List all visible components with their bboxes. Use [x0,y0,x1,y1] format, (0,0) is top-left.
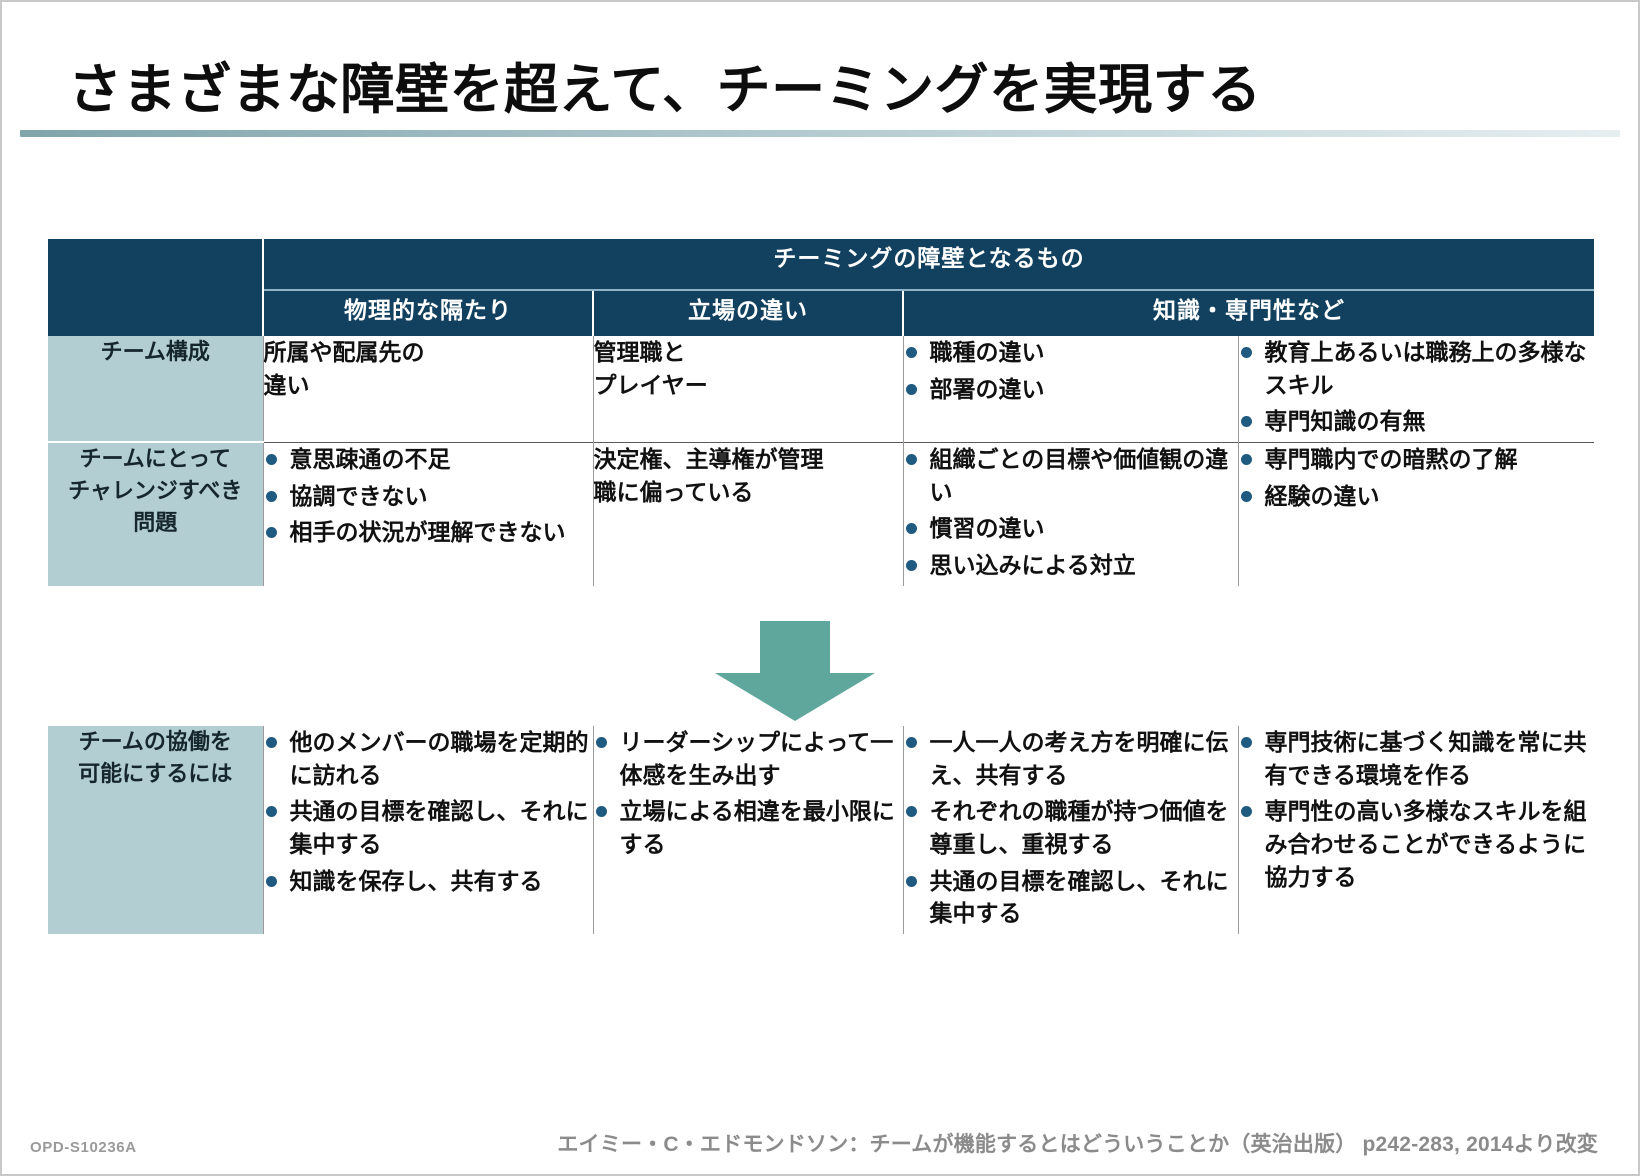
row-label-team-composition: チーム構成 [48,336,263,443]
list-item: 意思疎通の不足 [264,443,593,476]
row-label-challenges: チームにとって チャレンジすべき 問題 [48,441,263,586]
cell-text-line: 管理職と [593,339,686,365]
bullet-list: 職種の違い 部署の違い [904,336,1238,405]
list-item: 職種の違い [904,336,1238,369]
cell-composition-knowledge-b: 教育上あるいは職務上の多様なスキル 専門知識の有無 [1237,336,1595,443]
bullet-list: リーダーシップによって一体感を生み出す 立場による相違を最小限にする [594,726,903,861]
header-span-title: チーミングの障壁となるもの [262,239,1594,290]
cell-enablers-position: リーダーシップによって一体感を生み出す 立場による相違を最小限にする [592,726,903,934]
title-block: さまざまな障壁を超えて、チーミングを実現する [20,60,1620,138]
cell-enablers-knowledge-a: 一人一人の考え方を明確に伝え、共有する それぞれの職種が持つ価値を尊重し、重視す… [902,726,1238,934]
cell-challenges-knowledge-b: 専門職内での暗黙の了解 経験の違い [1237,441,1595,586]
row-label-line: チームの協働を [78,729,232,754]
page-title: さまざまな障壁を超えて、チーミングを実現する [68,60,1262,120]
footer-source-citation: エイミー・C・エドモンドソン：チームが機能するとはどういうことか（英治出版） p… [557,1133,1598,1156]
list-item: 知識を保存し、共有する [264,865,593,898]
column-header-physical: 物理的な隔たり [262,289,593,336]
cell-text-line: 所属や配属先の [263,339,425,365]
list-item: それぞれの職種が持つ価値を尊重し、重視する [904,795,1238,860]
row-label-line: 問題 [133,510,178,536]
bullet-list: 意思疎通の不足 協調できない 相手の状況が理解できない [264,443,593,549]
cell-text-line: 決定権、主導権が管理 [593,445,824,472]
cell-text-line: 違い [263,371,310,398]
list-item: 一人一人の考え方を明確に伝え、共有する [904,726,1238,791]
down-arrow-icon [715,621,875,721]
row-label-line: チャレンジすべき [68,478,243,504]
enablers-table: チームの協働を 可能にするには 他のメンバーの職場を定期的に訪れる 共通の目標を… [48,726,1594,934]
list-item: 立場による相違を最小限にする [594,795,903,860]
cell-text-line: プレイヤー [593,371,708,398]
table-row: チームにとって チャレンジすべき 問題 意思疎通の不足 協調できない 相手の状況… [48,441,1595,586]
list-item: 共通の目標を確認し、それに集中する [264,795,593,860]
list-item: 共通の目標を確認し、それに集中する [904,865,1238,930]
bullet-list: 一人一人の考え方を明確に伝え、共有する それぞれの職種が持つ価値を尊重し、重視す… [904,726,1238,930]
list-item: 専門職内での暗黙の了解 [1239,443,1595,476]
cell-challenges-position: 決定権、主導権が管理 職に偏っている [592,441,903,586]
cell-challenges-knowledge-a: 組織ごとの目標や価値観の違い 慣習の違い 思い込みによる対立 [902,441,1238,586]
cell-composition-knowledge-a: 職種の違い 部署の違い [902,336,1238,443]
list-item: 専門技術に基づく知識を常に共有できる環境を作る [1239,726,1595,791]
bullet-list: 教育上あるいは職務上の多様なスキル 専門知識の有無 [1239,336,1595,438]
table-subheader-row: 物理的な隔たり 立場の違い 知識・専門性など [48,289,1594,336]
list-item: 専門知識の有無 [1239,405,1595,438]
table-row: チームの協働を 可能にするには 他のメンバーの職場を定期的に訪れる 共通の目標を… [48,726,1594,934]
subheader-corner-cell [48,290,263,336]
list-item: 他のメンバーの職場を定期的に訪れる [264,726,593,791]
bullet-list: 専門職内での暗黙の了解 経験の違い [1239,443,1595,512]
list-item: 専門性の高い多様なスキルを組み合わせることができるように協力する [1239,795,1595,893]
list-item: 相手の状況が理解できない [264,516,593,549]
cell-text-line: 職に偏っている [593,478,754,505]
cell-challenges-physical: 意思疎通の不足 協調できない 相手の状況が理解できない [262,441,593,586]
bullet-list: 専門技術に基づく知識を常に共有できる環境を作る 専門性の高い多様なスキルを組み合… [1239,726,1595,893]
list-item: 部署の違い [904,373,1238,406]
title-underline-rule [20,130,1620,138]
list-item: 組織ごとの目標や価値観の違い [904,443,1238,508]
list-item: 慣習の違い [904,512,1238,545]
cell-composition-physical: 所属や配属先の 違い [262,336,593,443]
row-label-enable-collaboration: チームの協働を 可能にするには [48,726,263,934]
cell-enablers-physical: 他のメンバーの職場を定期的に訪れる 共通の目標を確認し、それに集中する 知識を保… [262,726,593,934]
list-item: 教育上あるいは職務上の多様なスキル [1239,336,1595,401]
cell-composition-position: 管理職と プレイヤー [592,336,903,443]
bullet-list: 他のメンバーの職場を定期的に訪れる 共通の目標を確認し、それに集中する 知識を保… [264,726,593,897]
bullet-list: 組織ごとの目標や価値観の違い 慣習の違い 思い込みによる対立 [904,443,1238,582]
footer-document-code: OPD-S10236A [30,1139,137,1156]
header-corner-cell [48,239,263,290]
list-item: 協調できない [264,480,593,513]
row-label-line: チームにとって [79,446,232,472]
cell-enablers-knowledge-b: 専門技術に基づく知識を常に共有できる環境を作る 専門性の高い多様なスキルを組み合… [1237,726,1595,934]
column-header-position: 立場の違い [592,289,903,336]
list-item: 経験の違い [1239,480,1595,513]
table-header-row: チーミングの障壁となるもの [48,239,1594,290]
table-row: チーム構成 所属や配属先の 違い 管理職と プレイヤー 職種の違い 部署の違い [48,336,1595,443]
barriers-table: チーミングの障壁となるもの 物理的な隔たり 立場の違い 知識・専門性など チーム… [48,239,1594,586]
list-item: リーダーシップによって一体感を生み出す [594,726,903,791]
row-label-line: 可能にするには [78,760,233,786]
list-item: 思い込みによる対立 [904,549,1238,582]
column-header-knowledge: 知識・専門性など [902,289,1594,336]
